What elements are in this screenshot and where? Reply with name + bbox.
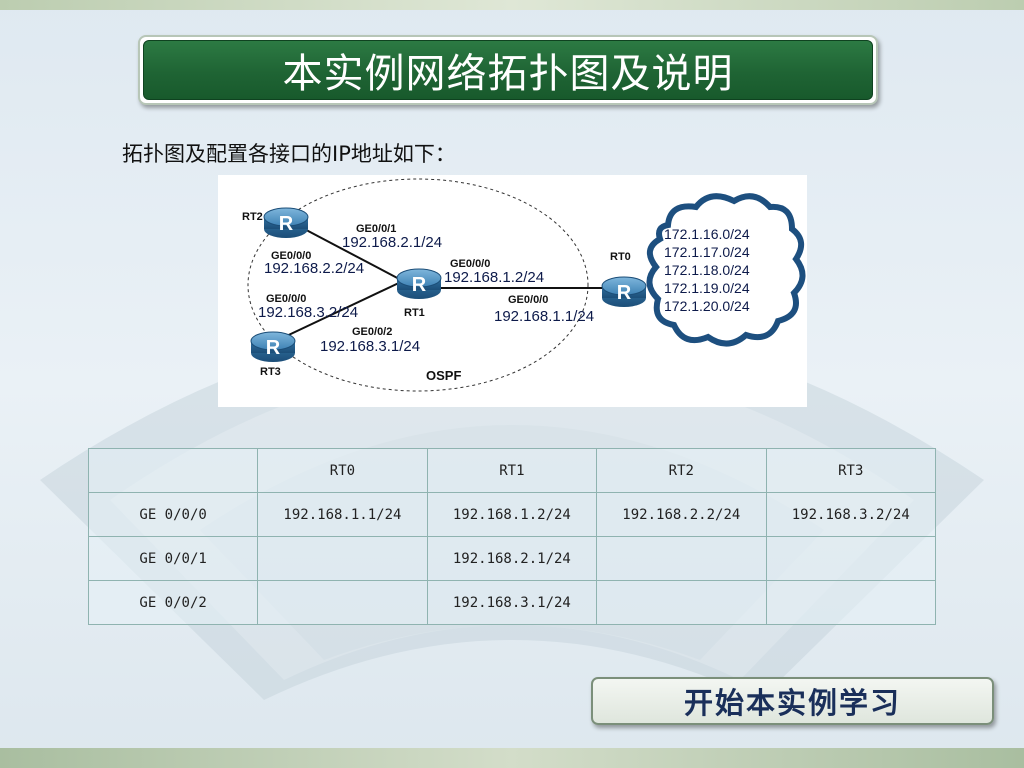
table-header-cell: RT1 — [426, 448, 598, 493]
router-rt2-name: RT2 — [242, 211, 263, 223]
ospf-area-ellipse — [247, 178, 589, 392]
table-cell — [257, 536, 428, 581]
table-cell — [596, 536, 767, 581]
rt2-ge000-ip: 192.168.2.2/24 — [264, 260, 364, 277]
ip-address-table: RT0 RT1 RT2 RT3 GE 0/0/0 192.168.1.1/24 … — [87, 448, 937, 625]
rt1-ge000-ip: 192.168.1.2/24 — [444, 269, 544, 286]
start-learning-label: 开始本实例学习 — [683, 686, 901, 720]
topology-svg: R R R R RT2 RT1 RT3 RT0 GE0/0/1 192.168.… — [242, 178, 806, 392]
external-network-cloud — [646, 193, 806, 347]
table-row: GE 0/0/0 192.168.1.1/24 192.168.1.2/24 1… — [87, 492, 937, 537]
router-rt2-icon: R — [263, 207, 309, 238]
rt0-ge000-ip: 192.168.1.1/24 — [494, 308, 594, 325]
router-rt1-icon: R — [396, 268, 442, 299]
table-cell — [257, 580, 428, 625]
router-rt1-glyph: R — [412, 274, 427, 296]
table-header-cell — [87, 448, 259, 493]
bottom-decor-strip — [0, 748, 1024, 768]
router-rt0-glyph: R — [617, 282, 632, 304]
page-title: 本实例网络拓扑图及说明 — [282, 51, 734, 97]
rt1-ge001-ip: 192.168.2.1/24 — [342, 234, 442, 251]
table-cell — [765, 536, 937, 581]
router-rt3-icon: R — [250, 331, 296, 362]
subtitle: 拓扑图及配置各接口的IP地址如下： — [122, 142, 456, 166]
table-row: GE 0/0/2 192.168.3.1/24 — [87, 580, 937, 625]
table-cell — [765, 580, 937, 625]
cloud-network-1: 172.1.16.0/24 — [664, 226, 750, 242]
rt3-ge000-port: GE0/0/0 — [266, 293, 306, 305]
table-cell: 192.168.1.2/24 — [426, 492, 598, 537]
rt0-ge000-port: GE0/0/0 — [508, 294, 548, 306]
router-rt1-name: RT1 — [404, 307, 425, 319]
cloud-network-3: 172.1.18.0/24 — [664, 262, 750, 278]
table-header-row: RT0 RT1 RT2 RT3 — [87, 448, 937, 493]
table-header-cell: RT0 — [257, 448, 428, 493]
cloud-network-4: 172.1.19.0/24 — [664, 280, 750, 296]
title-banner-inner: 本实例网络拓扑图及说明 — [143, 40, 873, 100]
table-cell: 192.168.2.2/24 — [596, 492, 767, 537]
rt1-ge002-port: GE0/0/2 — [352, 326, 392, 338]
start-learning-button[interactable]: 开始本实例学习 — [591, 677, 994, 725]
table-header-cell: RT3 — [765, 448, 937, 493]
table-cell: 192.168.1.1/24 — [257, 492, 428, 537]
table-cell: GE 0/0/1 — [87, 536, 259, 581]
router-rt0-name: RT0 — [610, 251, 631, 263]
router-rt3-glyph: R — [266, 337, 281, 359]
link-rt3-rt1 — [277, 280, 404, 341]
rt3-ge000-ip: 192.168.3.2/24 — [258, 304, 358, 321]
rt1-ge000-port: GE0/0/0 — [450, 258, 490, 270]
rt1-ge001-port: GE0/0/1 — [356, 223, 396, 235]
cloud-network-5: 172.1.20.0/24 — [664, 298, 750, 314]
router-rt2-glyph: R — [279, 213, 294, 235]
router-rt3-name: RT3 — [260, 366, 281, 378]
table-row: GE 0/0/1 192.168.2.1/24 — [87, 536, 937, 581]
table-cell: GE 0/0/0 — [87, 492, 259, 537]
cloud-network-2: 172.1.17.0/24 — [664, 244, 750, 260]
link-rt2-rt1 — [292, 222, 404, 282]
router-rt0-icon: R — [601, 276, 647, 307]
table-cell: GE 0/0/2 — [87, 580, 259, 625]
title-banner: 本实例网络拓扑图及说明 — [138, 35, 878, 105]
table-cell: 192.168.3.2/24 — [765, 492, 937, 537]
table-cell: 192.168.2.1/24 — [426, 536, 598, 581]
rt1-ge002-ip: 192.168.3.1/24 — [320, 338, 420, 355]
topology-diagram: R R R R RT2 RT1 RT3 RT0 GE0/0/1 192.168.… — [218, 175, 807, 407]
table-cell — [596, 580, 767, 625]
rt2-ge000-port: GE0/0/0 — [271, 250, 311, 262]
ospf-label: OSPF — [426, 368, 461, 383]
table-cell: 192.168.3.1/24 — [426, 580, 598, 625]
top-decor-strip — [0, 0, 1024, 10]
table-header-cell: RT2 — [596, 448, 767, 493]
